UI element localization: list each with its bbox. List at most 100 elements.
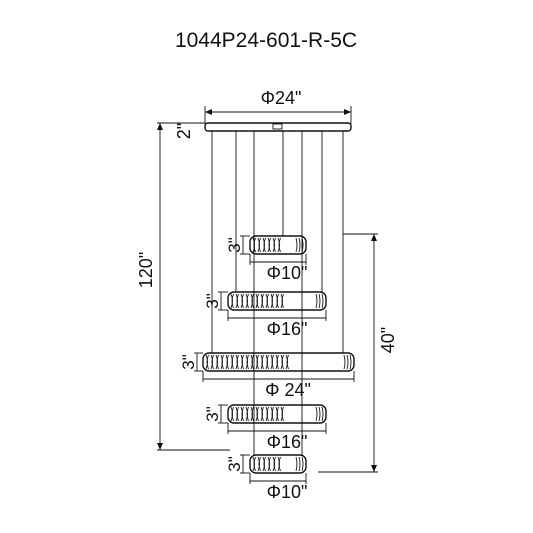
- crystal-texture: [265, 293, 268, 309]
- crystal-texture: [240, 406, 243, 422]
- crystal-texture: [231, 293, 234, 309]
- crystal-texture: [280, 406, 283, 422]
- crystal-texture: [276, 293, 279, 309]
- crystal-texture: [206, 354, 209, 370]
- crystal-texture: [221, 354, 224, 370]
- crystal-texture: [276, 354, 279, 370]
- crystal-texture: [272, 456, 275, 472]
- crystal-texture: [241, 354, 244, 370]
- crystal-texture: [235, 406, 238, 422]
- crystal-texture: [235, 293, 238, 309]
- overall-height-label: 120": [136, 252, 156, 288]
- crystal-texture: [318, 406, 321, 422]
- rings-dim-arrow-top: [371, 234, 377, 241]
- crystal-texture: [270, 406, 273, 422]
- canopy-center-mount: [272, 123, 283, 130]
- crystal-texture: [315, 406, 318, 422]
- crystal-texture: [257, 237, 260, 253]
- ring-body: [249, 235, 307, 255]
- crystal-texture: [235, 354, 238, 370]
- crystal-texture: [216, 354, 219, 370]
- crystal-texture: [236, 354, 239, 370]
- crystal-texture: [260, 293, 263, 309]
- ring-2: 3"Φ16": [203, 291, 327, 339]
- crystal-texture: [272, 237, 275, 253]
- crystal-texture: [255, 354, 258, 370]
- crystal-texture: [251, 354, 254, 370]
- crystal-texture: [295, 456, 298, 472]
- rings-dim-arrow-bottom: [371, 465, 377, 472]
- crystal-texture: [231, 406, 234, 422]
- crystal-texture: [256, 354, 259, 370]
- crystal-texture: [278, 456, 281, 472]
- crystal-texture: [268, 237, 271, 253]
- crystal-texture: [211, 354, 214, 370]
- crystal-texture: [255, 406, 258, 422]
- crystal-texture: [252, 237, 255, 253]
- ring-diameter-label: Φ10": [267, 263, 308, 283]
- crystal-texture: [315, 293, 318, 309]
- crystal-texture: [267, 456, 270, 472]
- crystal-texture: [277, 456, 280, 472]
- crystal-texture: [261, 293, 264, 309]
- crystal-texture: [263, 237, 266, 253]
- ring-body: [249, 454, 307, 474]
- crystal-texture: [301, 237, 304, 253]
- crystal-texture: [241, 406, 244, 422]
- crystal-texture: [236, 406, 239, 422]
- canopy-height-label: 2": [174, 123, 194, 139]
- crystal-texture: [258, 237, 261, 253]
- canopy-plate: [204, 122, 352, 132]
- ring-5: 3"Φ10": [225, 454, 307, 502]
- crystal-texture: [230, 293, 233, 309]
- crystal-texture: [349, 354, 352, 370]
- crystal-texture: [245, 293, 248, 309]
- ring-1: 3"Φ10": [225, 235, 308, 283]
- crystal-texture: [276, 406, 279, 422]
- crystal-texture: [263, 456, 266, 472]
- crystal-texture: [301, 456, 304, 472]
- crystal-texture: [240, 293, 243, 309]
- ring-height-label: 3": [225, 456, 244, 472]
- crystal-texture: [251, 293, 254, 309]
- crystal-texture: [261, 406, 264, 422]
- crystal-texture: [210, 354, 213, 370]
- crystal-texture: [281, 354, 284, 370]
- crystal-texture: [267, 237, 270, 253]
- crystal-texture: [215, 354, 218, 370]
- crystal-texture: [260, 406, 263, 422]
- crystal-texture: [278, 237, 281, 253]
- canopy-dim-arrow-left: [205, 109, 212, 115]
- crystal-texture: [253, 237, 256, 253]
- ring-3: 3"Φ 24": [179, 352, 355, 400]
- crystal-texture: [252, 456, 255, 472]
- crystal-texture: [275, 293, 278, 309]
- crystal-texture: [321, 406, 324, 422]
- crystal-texture: [250, 293, 253, 309]
- rings-height-label: 40": [378, 327, 398, 353]
- crystal-texture: [246, 293, 249, 309]
- ring-diameter-label: Φ16": [267, 432, 308, 452]
- crystal-texture: [231, 354, 234, 370]
- crystal-texture: [262, 456, 265, 472]
- crystal-texture: [298, 237, 301, 253]
- crystal-texture: [256, 406, 259, 422]
- crystal-texture: [255, 293, 258, 309]
- crystal-texture: [273, 456, 276, 472]
- crystal-texture: [265, 406, 268, 422]
- crystal-texture: [258, 456, 261, 472]
- crystal-texture: [343, 354, 346, 370]
- crystal-texture: [260, 354, 263, 370]
- crystal-texture: [250, 406, 253, 422]
- crystal-texture: [253, 456, 256, 472]
- crystal-texture: [246, 406, 249, 422]
- suspension-cables: [211, 131, 344, 455]
- crystal-texture: [271, 406, 274, 422]
- crystal-texture: [280, 354, 283, 370]
- crystal-texture: [245, 406, 248, 422]
- crystal-texture: [273, 237, 276, 253]
- crystal-texture: [265, 354, 268, 370]
- ring-height-label: 3": [203, 406, 222, 422]
- ring-diameter-label: Φ16": [267, 319, 308, 339]
- crystal-texture: [225, 354, 228, 370]
